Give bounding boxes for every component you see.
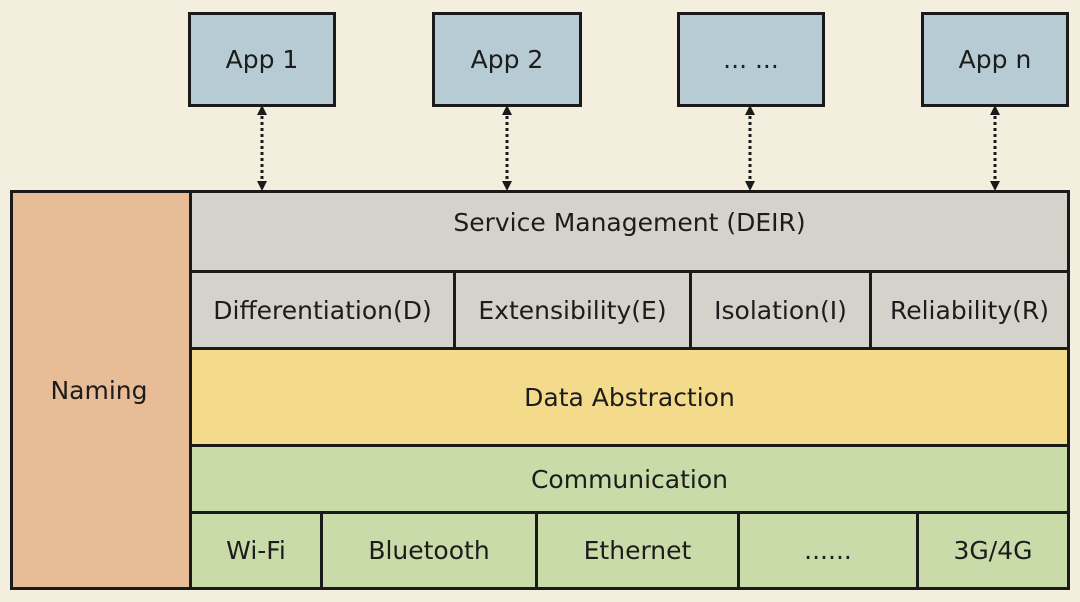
- app-box-ellipsis: ... ...: [677, 12, 825, 107]
- protocol-ethernet: Ethernet: [535, 511, 740, 590]
- protocol-wifi: Wi-Fi: [189, 511, 323, 590]
- feature-extensibility: Extensibility(E): [453, 270, 692, 350]
- service-management-layer: Service Management (DEIR): [189, 190, 1070, 273]
- protocol-bluetooth: Bluetooth: [320, 511, 538, 590]
- data-abstraction-layer: Data Abstraction: [189, 347, 1070, 447]
- feature-reliability: Reliability(R): [869, 270, 1070, 350]
- communication-layer: Communication: [189, 444, 1070, 514]
- protocol-3g-4g: 3G/4G: [916, 511, 1070, 590]
- feature-differentiation: Differentiation(D): [189, 270, 456, 350]
- app-box-1: App 1: [188, 12, 336, 107]
- app-box-n: App n: [921, 12, 1069, 107]
- feature-isolation: Isolation(I): [689, 270, 872, 350]
- protocol-ellipsis: ......: [737, 511, 919, 590]
- naming-block: Naming: [10, 190, 192, 590]
